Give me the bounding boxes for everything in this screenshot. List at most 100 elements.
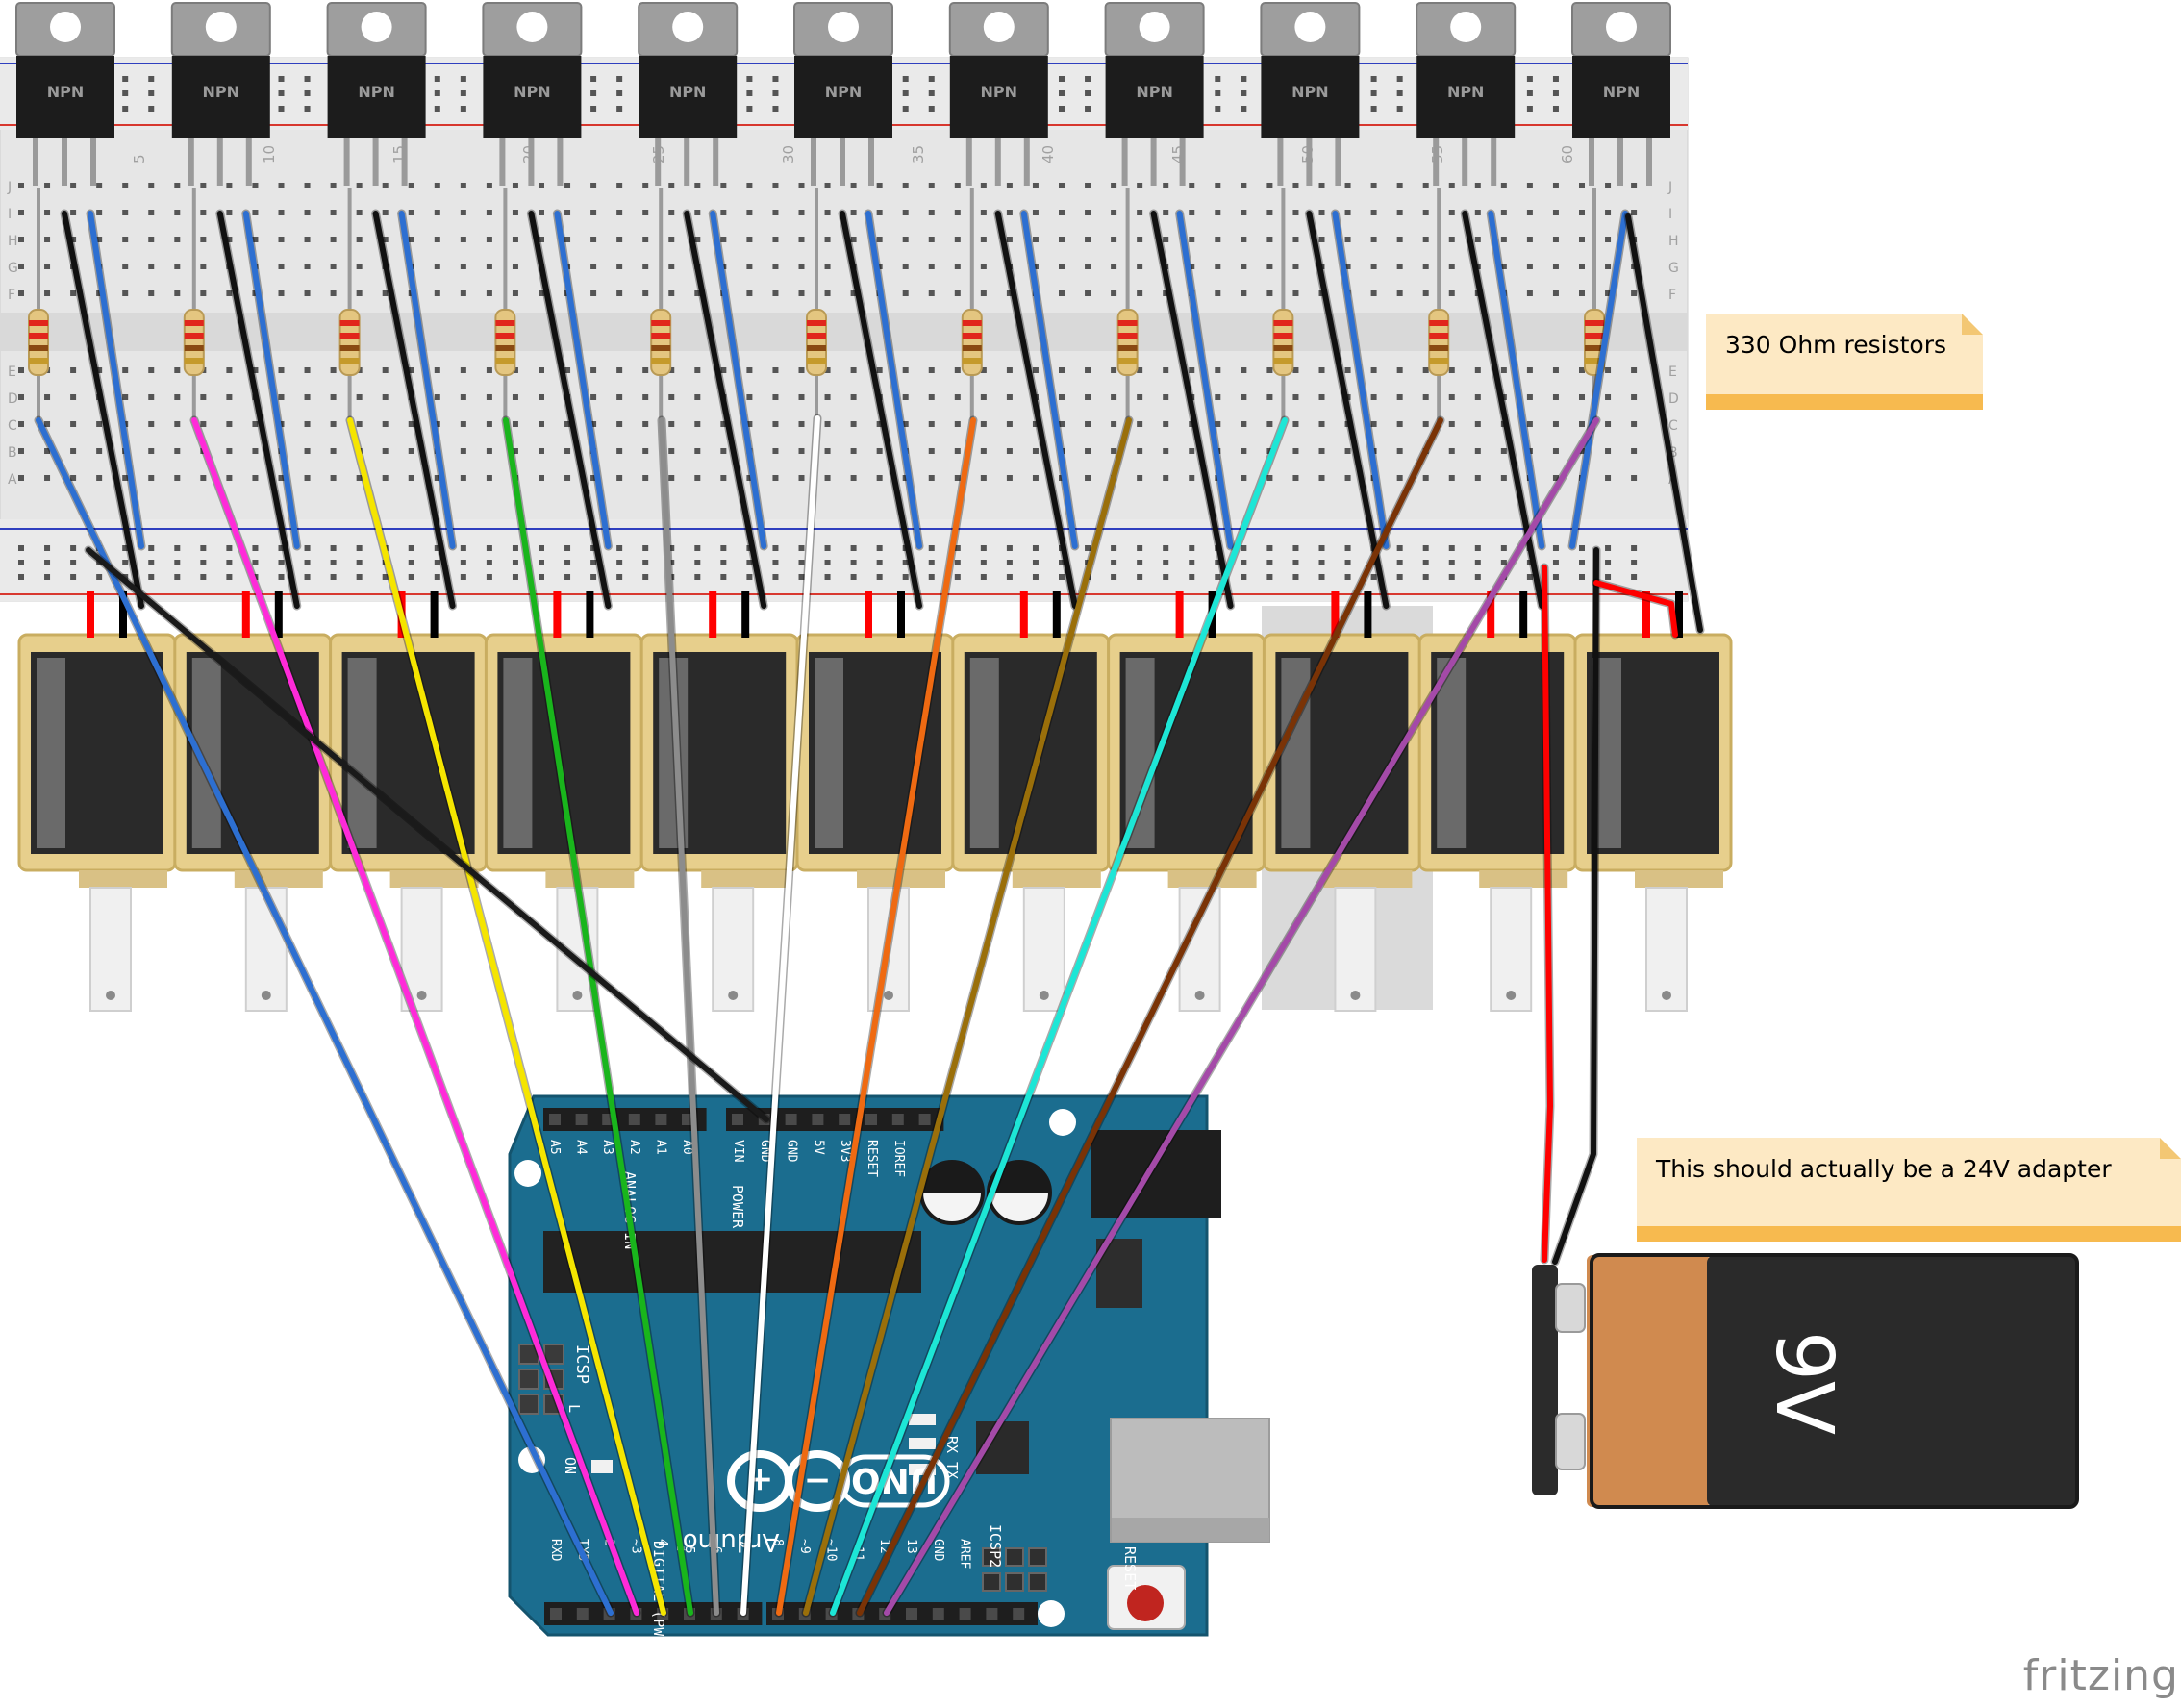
hole (304, 76, 311, 82)
hole (304, 475, 311, 481)
hole (590, 475, 597, 481)
hole (1396, 448, 1403, 454)
icsp-pin (543, 1344, 564, 1365)
hole (824, 237, 831, 242)
hole (642, 574, 649, 580)
hole (486, 290, 492, 296)
hole (1448, 421, 1455, 427)
hole (1006, 237, 1013, 242)
hole (668, 545, 675, 551)
hole (694, 290, 701, 296)
solenoid (1262, 591, 1421, 1012)
hole (772, 421, 779, 427)
hole (148, 545, 155, 551)
hole (18, 210, 24, 215)
hole (1500, 264, 1507, 269)
signal-wire (347, 417, 666, 1616)
hole (1059, 421, 1065, 427)
hole (668, 367, 675, 373)
rail-jumper-red (1593, 580, 1678, 638)
row-letter: B (1668, 445, 1678, 461)
resistor-band (1117, 320, 1138, 326)
hole (772, 76, 779, 82)
hole (356, 290, 363, 296)
hole (252, 545, 259, 551)
hole (928, 545, 935, 551)
hole (642, 264, 649, 269)
hole (824, 560, 831, 565)
hole (330, 237, 337, 242)
transistor-leg (33, 138, 38, 186)
hole (1189, 210, 1195, 215)
resistor (1116, 188, 1139, 423)
hole (1032, 560, 1039, 565)
digital-pin-label: RXD (548, 1539, 563, 1562)
hole (1032, 367, 1039, 373)
solenoid (484, 591, 643, 1012)
hole (252, 290, 259, 296)
hole (590, 545, 597, 551)
hole (1579, 394, 1585, 400)
resistor-band (1117, 333, 1138, 339)
hole (1448, 183, 1455, 188)
header-pin (812, 1114, 824, 1125)
hole (460, 421, 466, 427)
row-letter: C (8, 418, 17, 434)
hole (902, 264, 909, 269)
chip (543, 1231, 921, 1293)
analog-pin-label: A5 (547, 1140, 562, 1155)
hole (1318, 367, 1325, 373)
hole (798, 264, 805, 269)
hole (539, 574, 544, 580)
power-jumper (1569, 211, 1628, 549)
hole (1215, 394, 1221, 400)
transistor-label: NPN (1136, 83, 1173, 101)
hole (1006, 210, 1013, 215)
hole (44, 574, 51, 580)
hole (1292, 237, 1299, 242)
hole (1111, 448, 1117, 454)
hole (954, 183, 961, 188)
hole (798, 237, 805, 242)
hole (694, 183, 701, 188)
hole (1085, 210, 1091, 215)
hole (70, 448, 77, 454)
hole (1137, 560, 1143, 565)
hole (460, 367, 466, 373)
hole (746, 574, 753, 580)
power-pin-label: RESET (865, 1140, 879, 1177)
hole (226, 574, 233, 580)
hole (772, 367, 779, 373)
hole (1006, 448, 1013, 454)
hole (278, 183, 285, 188)
hole (1292, 574, 1299, 580)
hole (1605, 183, 1612, 188)
resistor-band (1585, 345, 1604, 351)
hole (278, 545, 285, 551)
column-number: 30 (780, 145, 797, 163)
resistor-band (184, 358, 204, 364)
solenoid-base (1635, 870, 1723, 888)
transistor-leg (62, 138, 67, 186)
resistor-band (962, 345, 982, 351)
solenoid-base (1479, 870, 1568, 888)
hole (408, 574, 414, 580)
hole (486, 237, 492, 242)
power-jumper (710, 211, 767, 549)
hole (850, 448, 857, 454)
signal-wire (36, 417, 614, 1616)
hole (1189, 237, 1195, 242)
header-pin (932, 1608, 944, 1620)
hole (928, 264, 935, 269)
hole (1006, 574, 1013, 580)
hole (1500, 560, 1507, 565)
plunger-hole (1194, 991, 1205, 1000)
hole (902, 421, 909, 427)
hole (200, 421, 207, 427)
hole (1059, 290, 1065, 296)
hole (798, 210, 805, 215)
hole (174, 183, 181, 188)
header-pin (839, 1114, 851, 1125)
transistor-body (171, 56, 270, 138)
hole (616, 475, 623, 481)
